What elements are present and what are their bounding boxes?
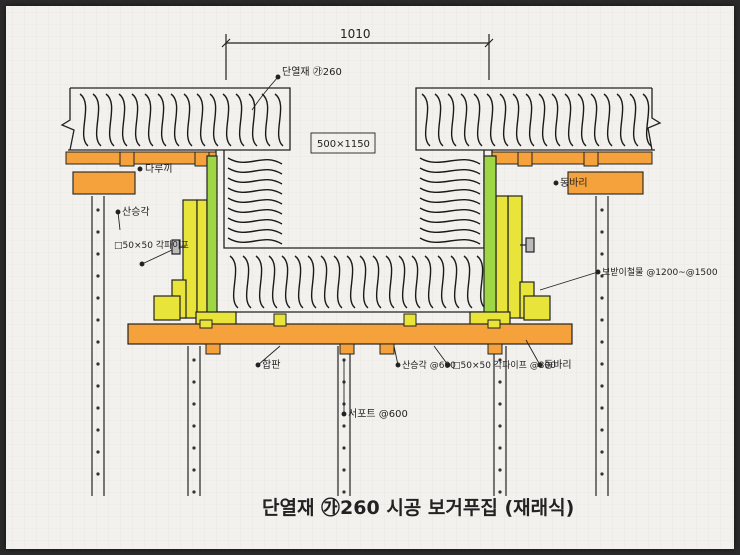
label-form-upper-right: 동바리 [560, 177, 588, 189]
drawing-sheet: 1010 500×1150 [6, 6, 734, 549]
dimension-line [221, 34, 494, 80]
shoring-pipes [91, 196, 609, 496]
dimension-text: 1010 [340, 27, 371, 41]
side-form-right [469, 155, 551, 327]
label-wood-top-left: 다루끼 [145, 163, 173, 175]
callout-labels: 단열재 ㉮260 다루끼 산승각 □50×50 각파이프 동바리 보받이철물 @… [114, 66, 718, 420]
formwork-section-drawing: 1010 500×1150 [6, 6, 734, 549]
label-support-left: 산승각 [122, 206, 150, 218]
label-steel-pipe-mid: □50×50 각파이프 @300 [452, 359, 556, 371]
label-form-lower-right: 보받이철물 @1200~@1500 [602, 267, 718, 278]
top-joists [65, 151, 653, 167]
beam-size-box [310, 132, 376, 154]
label-shoring-mid: 서포트 @600 [348, 408, 408, 420]
clamp-icons [171, 237, 535, 255]
label-wood-bottom-right: 동바리 [544, 359, 572, 371]
label-steel-pipe-left: □50×50 각파이프 [114, 239, 189, 251]
slab-right [415, 87, 662, 151]
beam-size-text: 500×1150 [317, 139, 370, 150]
bottom-wood-blocks [199, 313, 501, 329]
timber-block-right [567, 171, 644, 195]
bottom-plywood [127, 323, 573, 345]
label-support-mid: 산승각 @600 [402, 359, 456, 371]
label-plywood-bottom: 합판 [262, 359, 280, 371]
drawing-title: 단열재 ㉮260 시공 보거푸집 (재래식) [262, 496, 574, 519]
timber-block-left [72, 171, 136, 195]
leader-lines [115, 74, 601, 417]
insulation-pattern [79, 93, 652, 309]
bottom-small-orange [205, 343, 503, 355]
slab-left [60, 87, 291, 151]
label-insulation-top: 단열재 ㉮260 [282, 66, 342, 78]
